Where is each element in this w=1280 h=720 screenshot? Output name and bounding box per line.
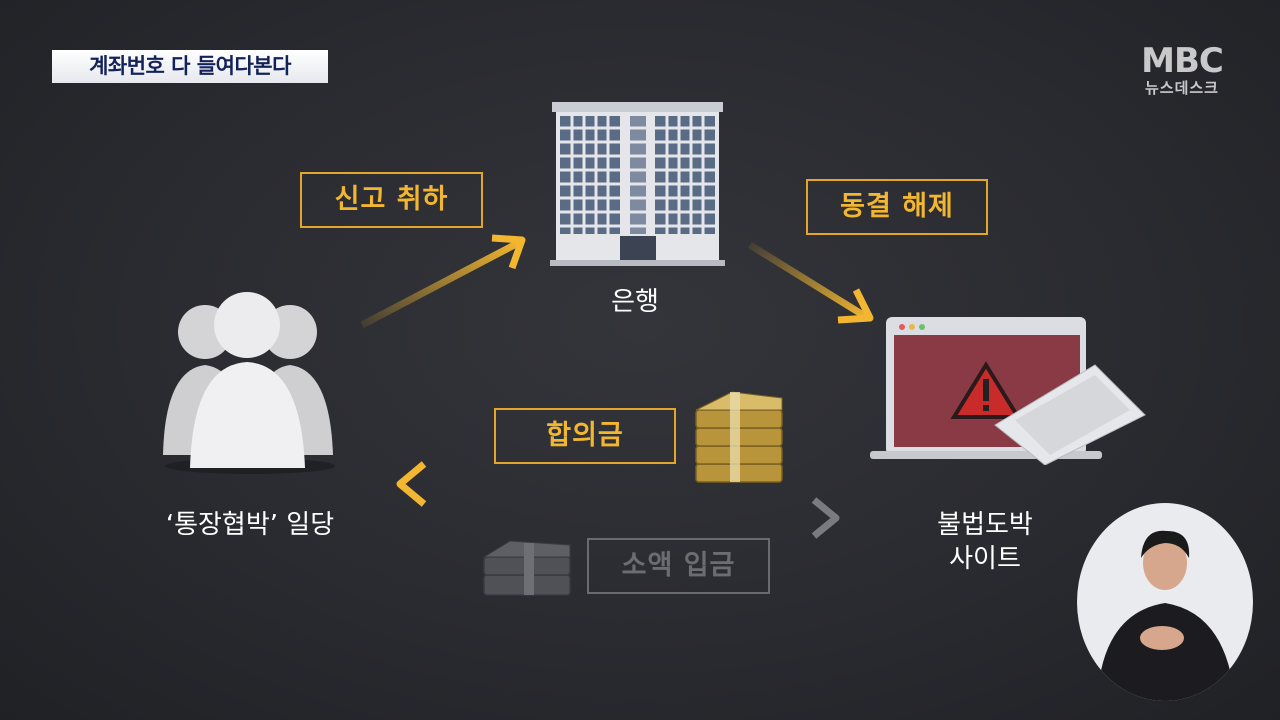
edge-report-withdrawal-label: 신고 취하 — [300, 172, 483, 228]
edge-unfreeze-label: 동결 해제 — [806, 179, 988, 235]
node-site-label: 불법도박 사이트 — [905, 508, 1065, 576]
node-bank-label: 은행 — [611, 287, 659, 317]
mbc-logo: MBC 뉴스데스크 — [1132, 44, 1232, 98]
interpreter-figure-icon — [1097, 530, 1235, 701]
document-icon — [994, 364, 1146, 465]
gambling-site-laptop-icon — [870, 317, 1146, 465]
logo-brand: MBC — [1141, 41, 1224, 81]
headline-caption: 계좌번호 다 들여다본다 — [52, 50, 328, 83]
gold-money-stack-icon — [695, 391, 783, 483]
people-group-icon — [163, 292, 335, 474]
node-site-label-line1: 불법도박 — [937, 510, 1033, 540]
node-gang-label: ‘통장협박’ 일당 — [165, 510, 335, 540]
gray-money-stack-icon — [482, 540, 571, 596]
node-site-label-line2: 사이트 — [949, 544, 1021, 574]
arrow-gang-to-bank — [360, 234, 526, 329]
arrow-bank-to-site — [748, 242, 874, 324]
edge-small-deposit-label: 소액 입금 — [587, 538, 770, 594]
bank-building-icon — [550, 102, 725, 266]
sign-language-interpreter-inset — [1077, 503, 1253, 701]
arrow-site-to-gang — [396, 461, 835, 507]
edge-settlement-label: 합의금 — [494, 408, 676, 464]
logo-program: 뉴스데스크 — [1144, 79, 1219, 97]
arrow-gang-to-site — [400, 497, 840, 539]
